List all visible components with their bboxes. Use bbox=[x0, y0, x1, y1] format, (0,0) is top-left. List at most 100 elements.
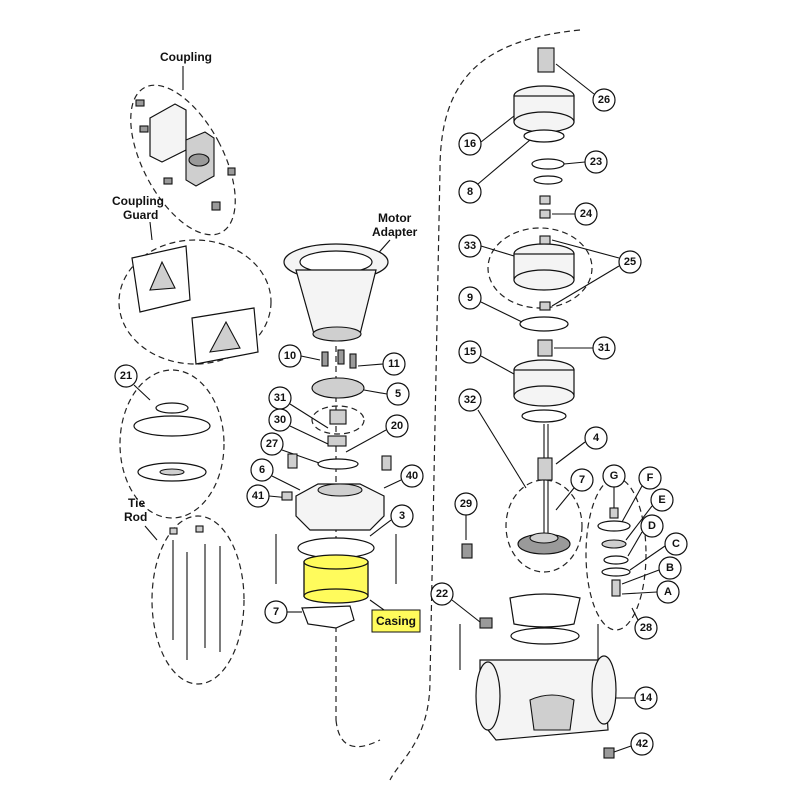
washer-8 bbox=[523, 129, 565, 143]
callout-4-leader bbox=[555, 441, 586, 465]
callout-28-text: 28 bbox=[640, 622, 652, 634]
callout-21-leader bbox=[133, 384, 151, 401]
ring-E bbox=[601, 539, 627, 549]
gasket-small-ring bbox=[155, 402, 189, 414]
callout-32-leader bbox=[477, 409, 527, 489]
callout-F-leader bbox=[621, 485, 643, 523]
callout-9-text: 9 bbox=[467, 292, 473, 304]
callout-42-text: 42 bbox=[636, 738, 648, 750]
callout-26-text: 26 bbox=[598, 94, 610, 106]
motor-adapter-body bbox=[295, 269, 377, 335]
callout-40 bbox=[400, 464, 424, 488]
callout-3-leader bbox=[369, 519, 392, 537]
bearing-stack: 26 16 8 23 24 33 25 bbox=[458, 47, 642, 540]
spacer-31 bbox=[537, 339, 553, 357]
callout-27 bbox=[260, 432, 284, 456]
spring-B bbox=[611, 579, 621, 597]
inlet-flange bbox=[475, 661, 501, 731]
diffuser bbox=[509, 593, 581, 628]
coupling-guard-label-line1: Coupling bbox=[112, 194, 164, 208]
callout-5-leader bbox=[363, 389, 388, 395]
callout-28-leader bbox=[631, 607, 639, 621]
seal-kit-group: G F E D C B A 28 bbox=[585, 464, 688, 640]
spacer-24-a bbox=[539, 195, 551, 205]
motor-adapter-base bbox=[312, 326, 362, 342]
coupling-screw-1 bbox=[135, 99, 145, 107]
shaft-sleeve-4 bbox=[537, 457, 553, 481]
callout-27-leader bbox=[281, 449, 323, 465]
callout-25-text: 25 bbox=[624, 256, 636, 268]
screw-G bbox=[609, 507, 619, 519]
callout-4-text: 4 bbox=[593, 432, 600, 444]
callout-21-text: 21 bbox=[120, 370, 132, 382]
tie-rod-group: Tie Rod bbox=[124, 496, 245, 685]
impeller-group: 7 bbox=[505, 468, 594, 645]
plug-42 bbox=[603, 747, 615, 759]
callout-10-text: 10 bbox=[284, 350, 296, 362]
callout-7-right-leader bbox=[555, 487, 575, 511]
tie-rod-label-line1: Tie bbox=[128, 496, 145, 510]
callout-D-text: D bbox=[648, 520, 656, 532]
callout-23-leader bbox=[563, 161, 586, 165]
callout-C bbox=[664, 532, 688, 556]
callout-20-leader bbox=[345, 429, 387, 453]
motor-adapter-label-line2: Adapter bbox=[372, 225, 418, 239]
callout-31-right-text: 31 bbox=[598, 342, 610, 354]
coupling-screw-2 bbox=[139, 125, 149, 133]
seal-20 bbox=[329, 409, 347, 425]
ring-23-a bbox=[531, 158, 565, 170]
sleeve-30 bbox=[327, 435, 347, 447]
fitting-22 bbox=[479, 617, 493, 629]
callout-26-leader bbox=[555, 63, 595, 95]
center-seal-stack: 10 11 5 20 31 30 27 bbox=[260, 344, 410, 471]
coupling-guard-group: Coupling Guard bbox=[112, 194, 272, 365]
callout-3 bbox=[390, 504, 414, 528]
casing-top-rim bbox=[303, 554, 369, 570]
callout-20-text: 20 bbox=[391, 420, 403, 432]
callout-8 bbox=[458, 180, 482, 204]
coupling-guard-label-line2: Guard bbox=[123, 208, 158, 222]
callout-30 bbox=[268, 408, 292, 432]
ring-F bbox=[597, 520, 631, 532]
motor-adapter-group: Motor Adapter bbox=[283, 211, 418, 342]
coupling-guard-vent-1 bbox=[149, 260, 176, 291]
casing-label-leader bbox=[369, 599, 385, 611]
coupling-screw-5 bbox=[227, 167, 236, 176]
callout-22-text: 22 bbox=[436, 588, 448, 600]
callout-40-text: 40 bbox=[406, 470, 418, 482]
o-ring-27 bbox=[317, 458, 359, 470]
bolt-right bbox=[381, 455, 392, 471]
pump-base-group: 14 42 bbox=[459, 624, 658, 759]
motor-adapter-label-line1: Motor bbox=[378, 211, 412, 225]
callout-7-left-text: 7 bbox=[273, 606, 279, 618]
coupling-screw-3 bbox=[163, 177, 173, 185]
gasket-ring-upper bbox=[133, 415, 211, 437]
callout-25 bbox=[618, 250, 642, 274]
ring-23-b bbox=[533, 175, 563, 185]
casing-group: 3 Casing 7 bbox=[264, 504, 421, 633]
seal-plate-hub bbox=[317, 483, 363, 497]
seal-housing-5 bbox=[311, 377, 365, 399]
bearing-16-bottom bbox=[513, 111, 575, 133]
callout-31-left-text: 31 bbox=[274, 392, 286, 404]
callout-16-leader bbox=[480, 115, 515, 143]
bearing-15-bottom bbox=[513, 385, 575, 407]
callout-9-leader bbox=[480, 301, 523, 323]
coupling-dashed-outline bbox=[130, 84, 236, 236]
tie-rod-nut-1 bbox=[169, 527, 178, 535]
coupling-guard-vent-2 bbox=[209, 320, 241, 353]
callout-9 bbox=[458, 286, 482, 310]
bolt-3 bbox=[349, 353, 357, 369]
callout-3-text: 3 bbox=[399, 510, 405, 522]
spacer-25-a bbox=[539, 235, 551, 245]
bolt-2 bbox=[337, 349, 345, 365]
o-ring-7-left bbox=[301, 605, 355, 629]
outlet-flange bbox=[591, 655, 617, 725]
callout-B-leader bbox=[621, 569, 660, 585]
callout-14-text: 14 bbox=[640, 692, 653, 704]
bearing-33-bottom bbox=[513, 269, 575, 291]
drain-parts: 29 22 bbox=[430, 492, 493, 629]
coupling-guard-dashed-outline bbox=[118, 239, 272, 365]
callout-B bbox=[658, 556, 682, 580]
callout-6-leader bbox=[271, 475, 301, 491]
